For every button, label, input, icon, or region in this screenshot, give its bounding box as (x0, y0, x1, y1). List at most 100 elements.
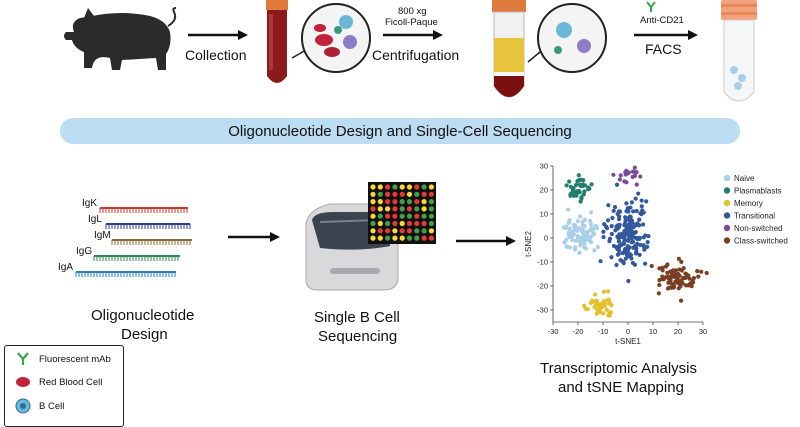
antibody-icon (646, 1, 656, 12)
data-point (573, 223, 578, 228)
data-point (618, 173, 623, 178)
data-point (592, 248, 597, 253)
sequencing-label-2: Sequencing (318, 328, 398, 345)
data-point (634, 208, 639, 214)
series-class-switched (649, 256, 709, 303)
data-point (687, 276, 692, 281)
design-label-1: Oligonucleotide (91, 307, 195, 324)
data-point (637, 217, 642, 222)
data-point (678, 298, 684, 303)
data-point (609, 224, 614, 229)
analysis-label-1: Transcriptomic Analysis (540, 360, 697, 377)
data-point (568, 184, 573, 189)
blood-tube-icon (266, 0, 288, 83)
data-point (610, 215, 615, 221)
data-point (677, 273, 682, 278)
series-non-switched (611, 165, 643, 187)
data-point (622, 223, 627, 228)
data-point (572, 247, 578, 252)
key-legend: Fluorescent mAb Red Blood Cell B Cell (4, 345, 124, 427)
data-point (607, 310, 612, 315)
legend-swatch (723, 212, 731, 219)
data-point (622, 179, 627, 184)
cells-magnifier (527, 3, 607, 73)
data-point (620, 234, 625, 240)
data-point (601, 234, 606, 240)
legend-swatch (723, 224, 731, 232)
legend-swatch (723, 187, 731, 194)
data-point (588, 240, 594, 245)
b-cell-icon (15, 398, 31, 414)
y-tick-label: 20 (540, 186, 548, 195)
anti-cd21-label: Anti-CD21 (640, 15, 684, 26)
arrow-right-icon (228, 232, 280, 242)
data-point (621, 261, 626, 266)
data-point (627, 214, 633, 219)
oligo-strand-igk (99, 207, 188, 213)
data-point (615, 252, 621, 257)
data-point (633, 251, 639, 256)
arrow-right-icon (456, 236, 516, 246)
data-point (576, 235, 581, 240)
facs-label: FACS (645, 41, 682, 57)
data-point (622, 241, 627, 246)
x-tick-label: 20 (674, 327, 682, 336)
legend-label: Memory (734, 199, 763, 208)
oligonucleotide-strands (75, 207, 192, 277)
data-point (602, 304, 607, 309)
data-point (592, 292, 598, 297)
legend-swatch (723, 237, 731, 244)
data-point (634, 182, 639, 187)
data-point (617, 177, 622, 182)
data-point (589, 182, 594, 187)
separated-tube-icon (492, 0, 526, 98)
data-point (564, 183, 569, 188)
data-point (579, 196, 584, 201)
data-point (588, 222, 594, 227)
oligo-label-igg: IgG (76, 246, 93, 257)
data-point (624, 168, 629, 173)
data-point (676, 286, 681, 291)
data-point (587, 218, 593, 223)
y-tick-label: 10 (540, 210, 548, 219)
data-point (567, 179, 572, 184)
series-transitional (598, 182, 651, 284)
legend-label: Plasmablasts (734, 187, 782, 196)
data-point (641, 243, 646, 248)
oligo-strand-igm (111, 239, 192, 245)
data-point (674, 280, 679, 285)
data-point (574, 226, 579, 231)
data-point (657, 282, 662, 288)
data-point (639, 204, 644, 209)
data-point (589, 226, 594, 231)
y-tick-label: -20 (537, 282, 548, 291)
oligo-strand-iga (75, 271, 176, 277)
data-point (646, 234, 651, 239)
data-point (671, 269, 676, 274)
arrow-right-icon (634, 30, 698, 40)
data-point (630, 231, 635, 236)
data-point (615, 211, 620, 217)
data-point (567, 226, 572, 231)
data-point (607, 236, 613, 241)
data-point (609, 231, 615, 237)
data-point (677, 267, 682, 272)
data-point (605, 297, 610, 303)
data-point (599, 305, 604, 310)
sequencing-label-1: Single B Cell (314, 309, 400, 326)
oligo-label-igk: IgK (82, 198, 98, 209)
data-point (601, 229, 606, 234)
data-point (571, 232, 576, 237)
oligo-label-igm: IgM (94, 230, 111, 241)
data-point (577, 250, 582, 255)
data-point (637, 252, 642, 257)
data-point (624, 250, 629, 255)
data-point (632, 165, 637, 170)
data-point (679, 259, 684, 264)
x-tick-label: -10 (598, 327, 609, 336)
data-point (604, 307, 609, 312)
data-point (626, 278, 631, 284)
data-point (594, 311, 599, 316)
data-point (636, 223, 641, 228)
